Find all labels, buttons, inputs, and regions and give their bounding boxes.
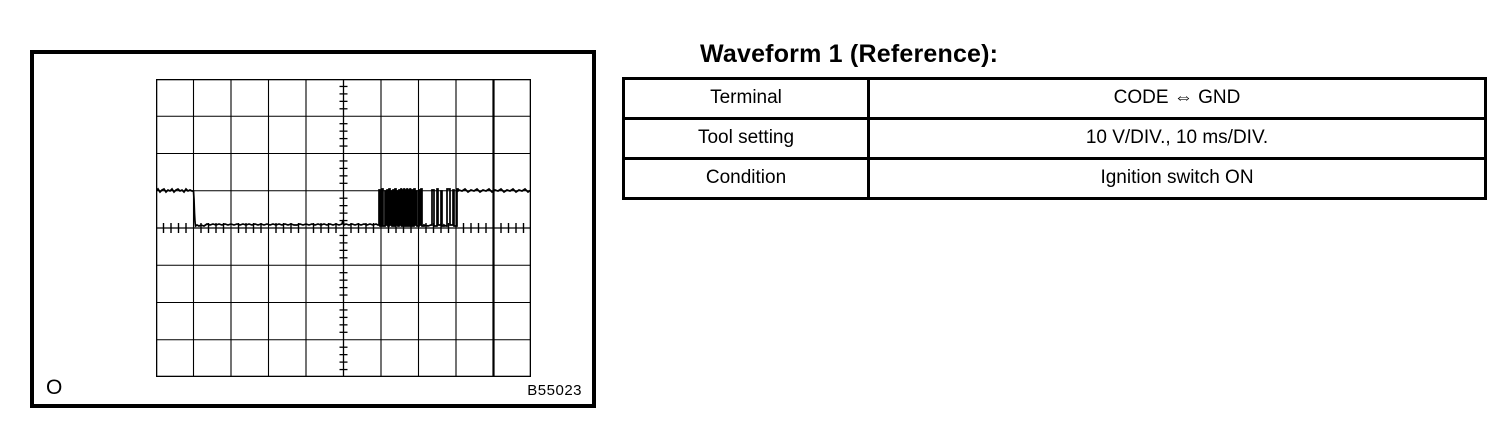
signal-trace [156,187,531,228]
row-value-condition: Ignition switch ON [867,156,1487,200]
axis-vertical-ticks [339,85,348,371]
row-value-tool-setting: 10 V/DIV., 10 ms/DIV. [867,116,1487,160]
row-label-terminal: Terminal [622,76,870,120]
table-row: Condition Ignition switch ON [622,156,1487,200]
row-label-condition: Condition [622,156,870,200]
corner-mark-label: O [46,376,63,399]
figure-code-label: B55023 [527,382,582,399]
waveform-info-pane: Waveform 1 (Reference): Terminal CODE ⇔ … [622,40,1487,200]
oscilloscope-screen [156,79,531,377]
row-label-tool-setting: Tool setting [622,116,870,160]
row-value-terminal: CODE ⇔ GND [867,76,1487,120]
oscilloscope-panel: O B55023 [30,50,596,408]
table-row: Tool setting 10 V/DIV., 10 ms/DIV. [622,116,1487,160]
waveform-spec-table: Terminal CODE ⇔ GND Tool setting 10 V/DI… [622,76,1487,200]
table-row: Terminal CODE ⇔ GND [622,76,1487,120]
waveform-chart [156,79,531,377]
page-title: Waveform 1 (Reference): [700,40,999,68]
